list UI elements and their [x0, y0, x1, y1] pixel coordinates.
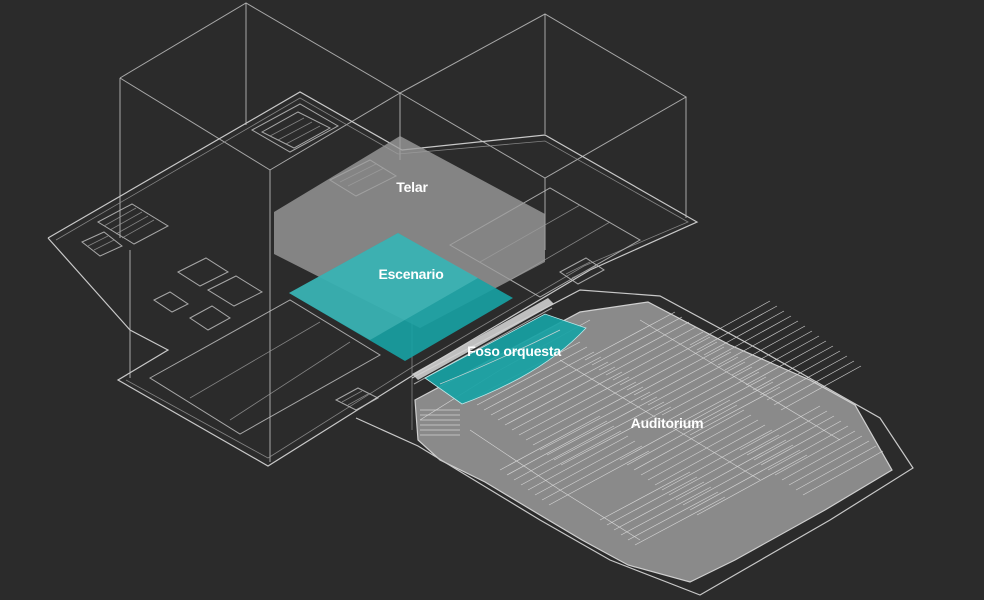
seat-row	[703, 310, 785, 356]
seat-row	[626, 404, 738, 466]
seat-row	[483, 351, 595, 411]
seat-row	[689, 300, 771, 346]
seat-row	[560, 406, 672, 466]
seat-row	[591, 316, 683, 366]
seat-row	[774, 430, 856, 476]
seat-row	[647, 356, 739, 406]
seat-row	[746, 410, 828, 456]
seat-row	[668, 434, 780, 496]
seat-row	[633, 346, 725, 396]
seat-row	[745, 340, 827, 386]
seat-row	[525, 381, 637, 441]
foso-orquesta-area	[424, 313, 587, 405]
seat-row	[534, 440, 636, 496]
floor-plan-left	[47, 91, 699, 467]
seat-row	[675, 439, 787, 501]
seat-row	[710, 315, 792, 361]
seat-row	[599, 471, 691, 521]
seat-row	[633, 409, 745, 471]
seat-row	[738, 335, 820, 381]
auditorium-seating-rows	[420, 300, 884, 546]
escenario-highlight	[289, 233, 478, 340]
seat-row	[696, 454, 808, 516]
auditorium-label: Auditorium	[631, 415, 704, 431]
seat-row	[527, 435, 629, 491]
seat-row	[490, 356, 602, 416]
seat-row	[497, 361, 609, 421]
seat-row	[513, 425, 615, 481]
seat-row	[627, 491, 719, 541]
seat-row	[634, 496, 726, 546]
seat-row	[759, 350, 841, 396]
foso-orquesta-label: Foso orquesta	[467, 343, 561, 359]
seat-row	[654, 361, 746, 411]
seat-row	[788, 440, 870, 486]
seat-row	[619, 336, 711, 386]
seat-row	[532, 386, 644, 446]
seat-row	[605, 326, 697, 376]
seat-row	[476, 346, 588, 406]
seat-row	[724, 325, 806, 371]
seat-row	[802, 450, 884, 496]
seat-row	[682, 381, 774, 431]
seat-row	[520, 430, 622, 486]
seat-row	[767, 425, 849, 471]
seat-row	[612, 331, 704, 381]
seat-row	[661, 429, 773, 491]
seat-row	[781, 435, 863, 481]
seat-row	[606, 476, 698, 526]
seat-row	[647, 419, 759, 481]
seat-row	[682, 444, 794, 506]
seat-row	[620, 486, 712, 536]
seat-row	[613, 481, 705, 531]
seat-row	[626, 341, 718, 391]
seat-row	[539, 391, 651, 451]
seat-row	[504, 366, 616, 426]
escenario-area	[289, 233, 513, 361]
seat-row	[548, 450, 650, 506]
seat-row	[773, 360, 855, 406]
seat-row	[518, 376, 630, 436]
seat-row	[675, 376, 767, 426]
seat-row	[696, 305, 778, 351]
seat-row	[546, 396, 658, 456]
auditorium-floor	[355, 289, 914, 596]
seat-row	[541, 445, 643, 501]
seat-row	[584, 311, 676, 361]
seat-row	[780, 365, 862, 411]
proscenium	[412, 298, 554, 380]
seat-row	[795, 445, 877, 491]
seat-row	[766, 355, 848, 401]
seat-row	[739, 405, 821, 451]
seat-row	[661, 366, 753, 416]
seat-row	[598, 321, 690, 371]
seat-row	[654, 424, 766, 486]
seat-row	[753, 415, 835, 461]
escenario-label: Escenario	[378, 266, 443, 282]
seat-row	[640, 414, 752, 476]
seat-row	[640, 351, 732, 401]
seat-row	[619, 399, 731, 461]
seat-row	[689, 449, 801, 511]
seat-row	[760, 420, 842, 466]
seat-row	[717, 320, 799, 366]
seat-row	[668, 371, 760, 421]
telar-label: Telar	[396, 179, 428, 195]
seat-row	[731, 330, 813, 376]
seat-row	[752, 345, 834, 391]
seat-row	[511, 371, 623, 431]
